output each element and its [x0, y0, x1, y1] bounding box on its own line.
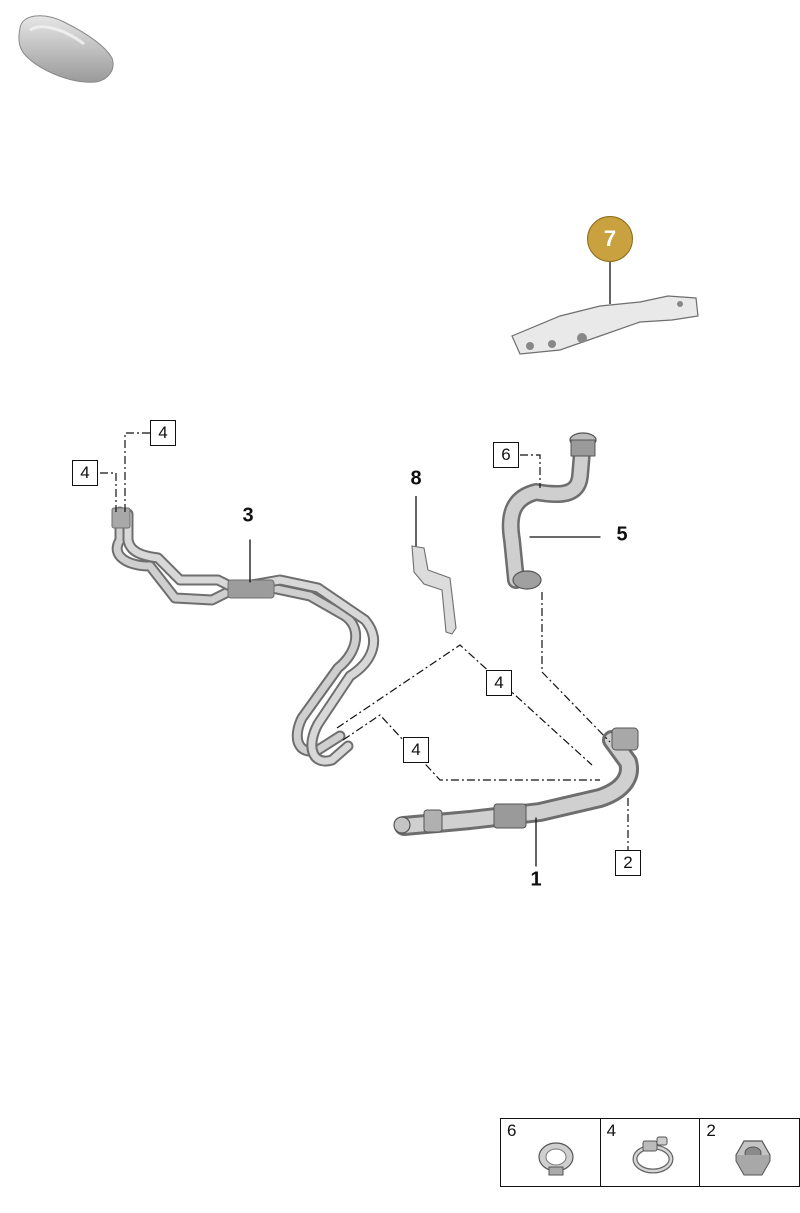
part-label-5[interactable]: 5 [616, 523, 628, 546]
hose-clamp-icon [538, 1142, 574, 1176]
spring-clip-icon [632, 1136, 674, 1174]
ref-box-6[interactable]: 6 [493, 442, 519, 468]
hose-part-5[interactable] [501, 432, 601, 590]
legend-number: 2 [706, 1121, 716, 1140]
legend-cell-clip[interactable]: 4 [601, 1119, 701, 1186]
part-label-1[interactable]: 1 [530, 868, 542, 891]
callout-badge-7[interactable]: 7 [587, 216, 633, 262]
ref-box-2[interactable]: 2 [615, 850, 641, 876]
bracket-part-7[interactable] [511, 262, 699, 355]
legend-number: 6 [507, 1121, 517, 1140]
small-parts-legend: 6 4 2 [500, 1118, 800, 1187]
part-label-8[interactable]: 8 [410, 467, 422, 490]
ref-box-4[interactable]: 4 [150, 420, 176, 446]
hex-nut-icon [735, 1140, 772, 1176]
part-label-3[interactable]: 3 [242, 504, 254, 527]
vehicle-silhouette-icon [18, 15, 114, 83]
bracket-part-8[interactable] [411, 496, 457, 635]
legend-cell-nut[interactable]: 2 [700, 1119, 799, 1186]
ref-box-4[interactable]: 4 [72, 460, 98, 486]
hose-part-1[interactable] [393, 727, 639, 867]
ref-box-4[interactable]: 4 [486, 670, 512, 696]
legend-cell-clamp[interactable]: 6 [501, 1119, 601, 1186]
hose-part-3[interactable] [111, 506, 380, 767]
ref-box-4[interactable]: 4 [403, 737, 429, 763]
leader-lines [100, 432, 629, 850]
legend-number: 4 [606, 1121, 617, 1140]
